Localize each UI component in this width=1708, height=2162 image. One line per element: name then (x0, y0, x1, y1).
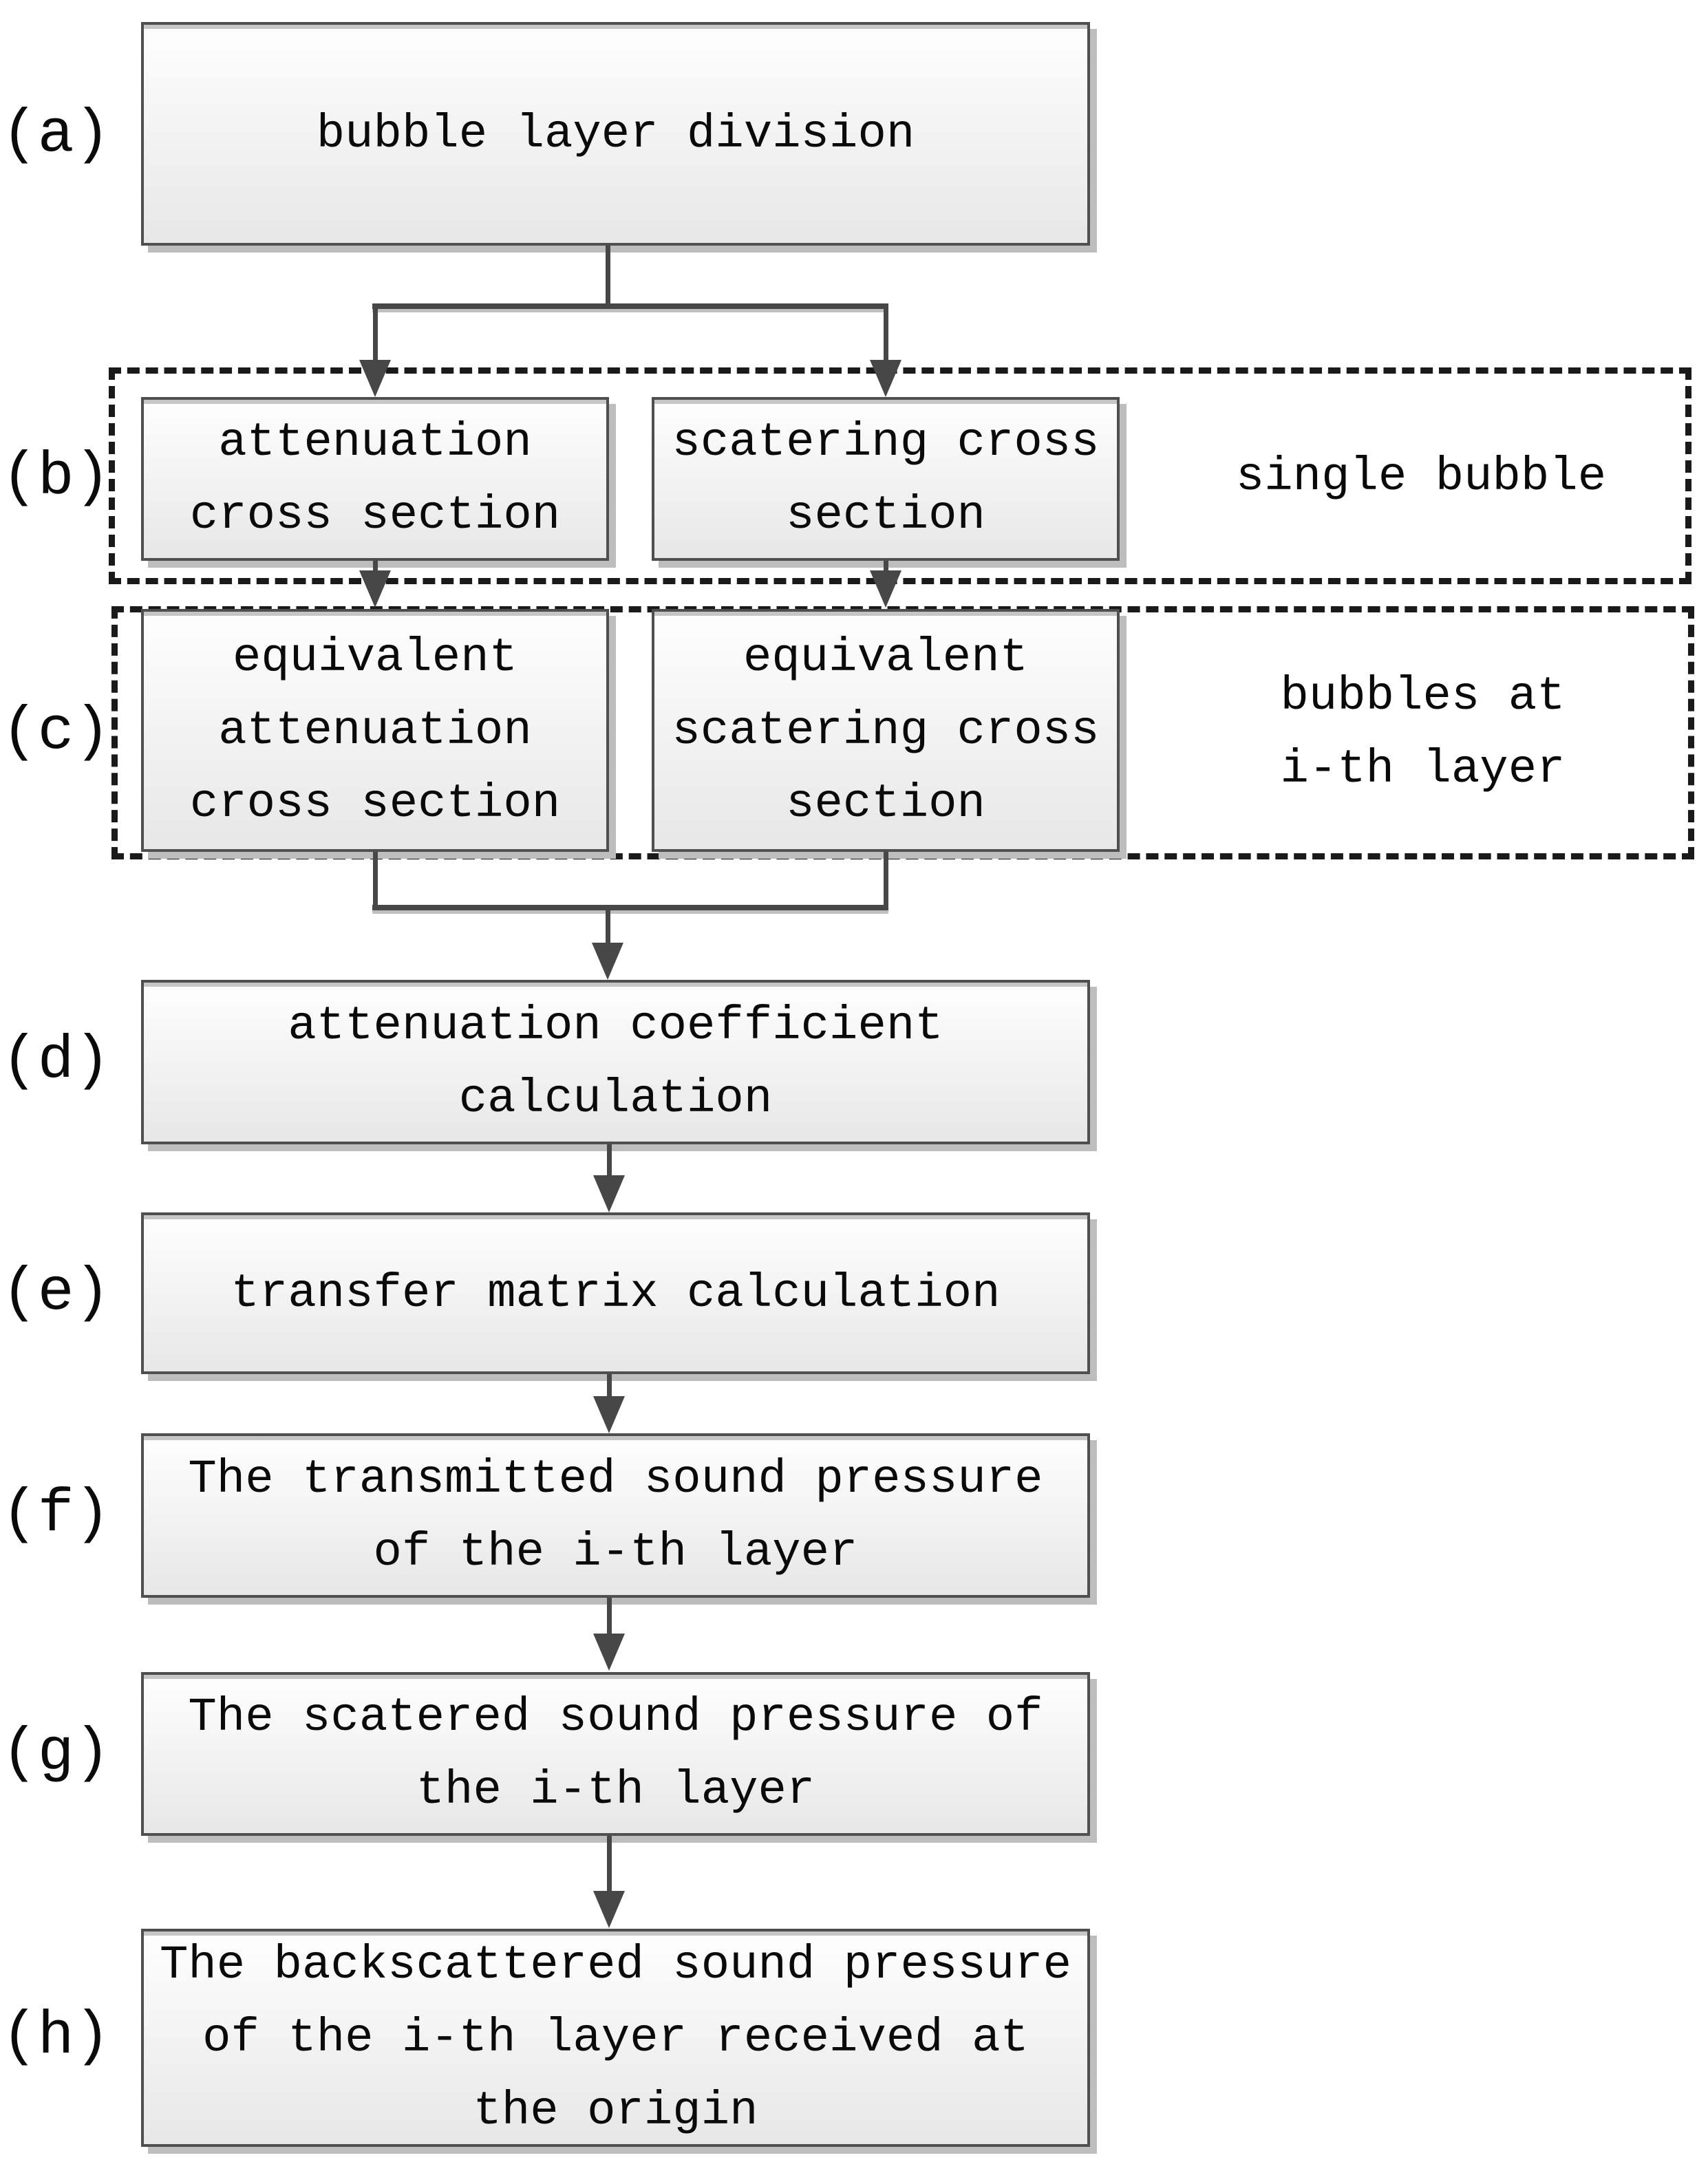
connector-b1-c1 (373, 561, 378, 576)
node-text-line: equivalent (743, 630, 1029, 685)
node-equivalent-attenuation-cross-section: equivalent attenuation cross section (141, 609, 609, 852)
node-scattering-cross-section: scatering cross section (652, 397, 1120, 561)
bubbles-ith-layer-label-line2: i-th layer (1280, 742, 1566, 796)
arrowhead-to-attenuation-cross-section (359, 360, 391, 397)
single-bubble-label-text: single bubble (1235, 450, 1607, 504)
connector-split-bar (372, 303, 888, 309)
node-text-line: the i-th layer (416, 1764, 815, 1817)
connector-b2-c2 (884, 561, 888, 576)
connector-a-stem (606, 246, 610, 305)
connector-e-f (607, 1374, 612, 1399)
step-label-g: (g) (1, 1720, 111, 1788)
node-text-line: scatering cross (672, 416, 1100, 469)
node-text-line: transfer matrix calculation (231, 1266, 1001, 1320)
node-backscattered-sound-pressure: The backscattered sound pressure of the … (141, 1929, 1090, 2147)
step-label-a: (a) (1, 101, 111, 169)
arrowhead-to-equivalent-scattering (870, 570, 901, 608)
node-transfer-matrix-calculation: transfer matrix calculation (141, 1212, 1090, 1374)
step-label-b: (b) (1, 444, 111, 512)
node-text-line: attenuation (218, 416, 532, 469)
arrowhead-to-scattered-pressure (593, 1634, 625, 1671)
node-text-line: cross section (189, 489, 561, 542)
node-text-line: the origin (473, 2084, 758, 2138)
step-label-e: (e) (1, 1259, 111, 1327)
node-text-line: equivalent (232, 630, 518, 685)
arrowhead-to-transfer-matrix (593, 1175, 625, 1212)
node-text-line: The scatered sound pressure of (188, 1691, 1043, 1744)
node-text-line: attenuation (218, 703, 532, 758)
node-attenuation-cross-section: attenuation cross section (141, 397, 609, 561)
step-label-h: (h) (1, 2003, 111, 2071)
node-text-line: of the i-th layer (373, 1525, 858, 1579)
connector-branch-left (373, 305, 378, 364)
single-bubble-label: single bubble (1156, 370, 1686, 584)
node-text-line: scatering cross (672, 703, 1100, 758)
node-text-line: cross section (189, 776, 561, 831)
connector-merge-bar (372, 905, 888, 910)
arrowhead-to-attenuation-coefficient (592, 943, 623, 980)
connector-merge-stem (606, 910, 610, 945)
connector-branch-right (884, 305, 888, 364)
bubbles-ith-layer-label-line1: bubbles at (1280, 670, 1566, 723)
arrowhead-to-backscattered-pressure (593, 1891, 625, 1928)
node-bubble-layer-division: bubble layer division (141, 22, 1090, 246)
node-text-line: section (786, 489, 985, 542)
node-scattered-sound-pressure: The scatered sound pressure of the i-th … (141, 1672, 1090, 1836)
node-text-line: section (786, 776, 985, 831)
node-text-line: The transmitted sound pressure (188, 1452, 1043, 1506)
bubbles-ith-layer-label: bubbles at i-th layer (1156, 609, 1689, 857)
node-transmitted-sound-pressure: The transmitted sound pressure of the i-… (141, 1433, 1090, 1598)
step-label-d: (d) (1, 1027, 111, 1095)
connector-d-e (607, 1144, 612, 1179)
node-text-line: attenuation coefficient (288, 998, 943, 1053)
connector-c1-merge (373, 852, 378, 907)
node-text-line: of the i-th layer received at (202, 2011, 1029, 2065)
node-text-line: The backscattered sound pressure (159, 1938, 1071, 1992)
connector-g-h (607, 1836, 612, 1894)
node-text-line: calculation (458, 1071, 773, 1126)
arrowhead-to-transmitted-pressure (593, 1396, 625, 1433)
arrowhead-to-scattering-cross-section (870, 360, 901, 397)
node-equivalent-scattering-cross-section: equivalent scatering cross section (652, 609, 1120, 852)
node-text-line: bubble layer division (316, 107, 915, 161)
node-attenuation-coefficient-calculation: attenuation coefficient calculation (141, 980, 1090, 1144)
step-label-c: (c) (1, 698, 111, 767)
step-label-f: (f) (1, 1481, 111, 1549)
connector-f-g (607, 1598, 612, 1636)
connector-c2-merge (884, 852, 888, 907)
arrowhead-to-equivalent-attenuation (359, 570, 391, 608)
